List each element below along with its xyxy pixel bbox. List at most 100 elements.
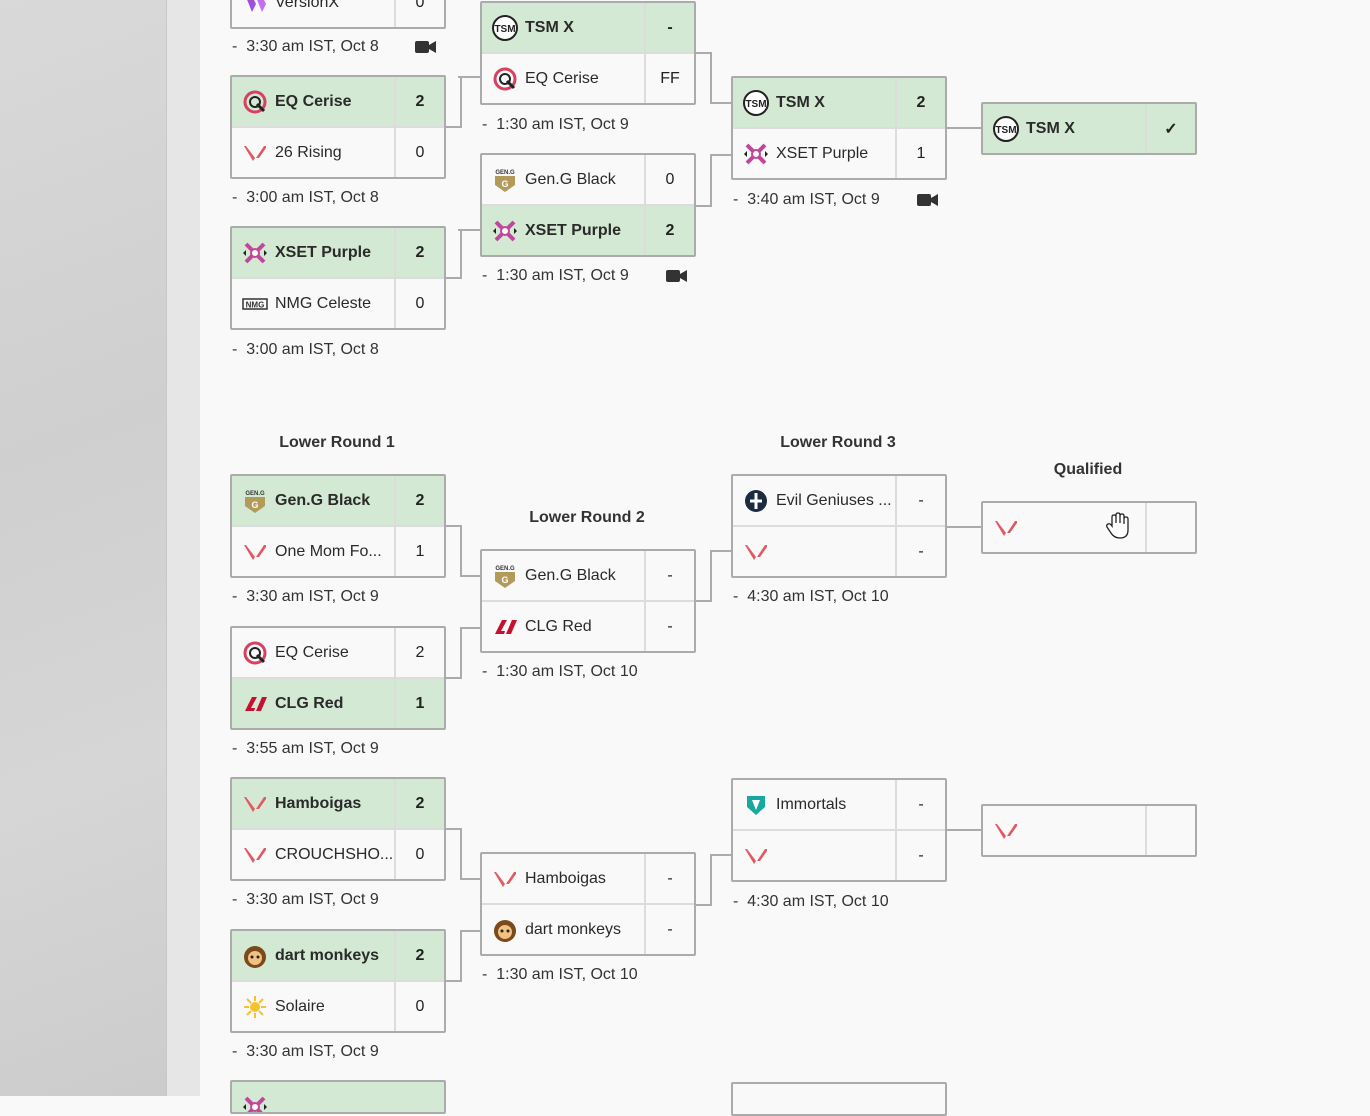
xset-logo-icon [242,1094,268,1112]
team-score: - [644,551,694,600]
team-row[interactable]: XSET Purple 1 [733,127,945,178]
team-row-winner[interactable] [232,1082,444,1112]
match-lower-r2-a[interactable]: Gen.G Black - CLG Red - [480,549,696,653]
team-row-winner[interactable]: XSET Purple 2 [482,204,694,255]
team-row[interactable]: NMG Celeste 0 [232,277,444,328]
team-row[interactable]: 26 Rising 0 [232,126,444,177]
team-row[interactable]: dart monkeys - [482,903,694,954]
team-row[interactable]: One Mom Fo... 1 [232,525,444,576]
team-score: - [895,527,945,576]
team-score: - [895,476,945,525]
team-score: 0 [394,982,444,1031]
team-name: Hamboigas [525,869,606,887]
bracket-connector [458,229,480,233]
team-score: 1 [394,679,444,728]
team-name: One Mom Fo... [275,542,382,560]
team-score: - [644,3,694,52]
team-row-winner[interactable]: Hamboigas 2 [232,779,444,828]
checkmark-icon: ✓ [1145,104,1195,153]
valorant-logo-icon [242,539,268,565]
team-row[interactable]: - [733,525,945,576]
geng-logo-icon [242,488,268,514]
team-row[interactable]: CLG Red - [482,600,694,651]
team-score: 2 [394,628,444,677]
match-lower-r1-b[interactable]: EQ Cerise 2 CLG Red 1 [230,626,446,730]
team-row[interactable]: Hamboigas - [482,854,694,903]
team-row[interactable] [983,806,1195,855]
hand-cursor-icon [1106,512,1129,539]
bracket-connector [947,526,981,528]
valorant-logo-icon [993,515,1019,541]
video-camera-icon[interactable] [415,40,437,54]
dart-monkeys-logo-icon [242,943,268,969]
team-row[interactable] [983,503,1195,552]
match-time: - 3:00 am IST, Oct 8 [232,341,379,358]
match-upper-r2-b[interactable]: Gen.G Black 0 XSET Purple 2 [480,153,696,257]
valorant-logo-icon [242,140,268,166]
team-row[interactable]: EQ Cerise FF [482,52,694,103]
team-score: - [644,602,694,651]
match-lower-r1-e[interactable] [230,1080,446,1114]
team-row[interactable]: Solaire 0 [232,980,444,1031]
video-camera-icon[interactable] [917,193,939,207]
video-camera-icon[interactable] [666,269,688,283]
team-score: - [644,905,694,954]
team-row[interactable]: Gen.G Black - [482,551,694,600]
solaire-logo-icon [242,994,268,1020]
team-score [1145,806,1195,855]
team-row-winner[interactable]: TSM X - [482,3,694,52]
team-name: VersionX [275,0,340,11]
team-row-winner[interactable]: TSM X ✓ [983,104,1195,153]
team-row[interactable] [733,1084,945,1114]
match-lower-r1-c[interactable]: Hamboigas 2 CROUCHSHO... 0 [230,777,446,881]
round-label: Lower Round 3 [780,434,896,451]
team-name: CLG Red [275,694,344,712]
match-lower-r3-a[interactable]: Evil Geniuses ... - - [731,474,947,578]
team-row-winner[interactable]: EQ Cerise 2 [232,77,444,126]
team-row-winner[interactable]: XSET Purple 2 [232,228,444,277]
team-score: 0 [394,128,444,177]
team-row[interactable]: Evil Geniuses ... - [733,476,945,525]
match-lower-r2-b[interactable]: Hamboigas - dart monkeys - [480,852,696,956]
match-upper-r2-a[interactable]: TSM X - EQ Cerise FF [480,1,696,105]
match-lower-r3-b[interactable]: Immortals - - [731,778,947,882]
team-row[interactable]: - [733,829,945,880]
evil-geniuses-logo-icon [743,488,769,514]
match-lower-r1-d[interactable]: dart monkeys 2 Solaire 0 [230,929,446,1033]
team-name: XSET Purple [776,144,869,162]
match-upper-r1-a[interactable]: VersionX 0 [230,0,446,29]
team-score: 0 [644,155,694,204]
team-row-winner[interactable]: TSM X 2 [733,78,945,127]
team-row[interactable]: CROUCHSHO... 0 [232,828,444,879]
bracket-connector [458,76,480,80]
versionx-logo-icon [242,0,268,16]
bracket-connector [460,627,480,629]
qualified-slot-2[interactable] [981,804,1197,857]
match-upper-r1-b[interactable]: EQ Cerise 2 26 Rising 0 [230,75,446,179]
team-score: 0 [394,830,444,879]
match-upper-winner[interactable]: TSM X ✓ [981,102,1197,155]
match-lower-r3-c[interactable] [731,1082,947,1116]
match-time: - 1:30 am IST, Oct 10 [482,663,638,680]
team-row[interactable]: VersionX 0 [232,0,444,27]
team-name: Hamboigas [275,794,362,812]
left-sidebar-background [0,0,166,1096]
tsm-logo-icon [492,14,518,41]
match-time: - 1:30 am IST, Oct 9 [482,116,629,133]
team-row[interactable]: EQ Cerise 2 [232,628,444,677]
bracket-connector [446,525,462,577]
team-score: 2 [394,476,444,525]
qualified-slot-1[interactable] [981,501,1197,554]
match-upper-r1-c[interactable]: XSET Purple 2 NMG Celeste 0 [230,226,446,330]
team-row-winner[interactable]: Gen.G Black 2 [232,476,444,525]
match-time: - 3:30 am IST, Oct 9 [232,891,379,908]
team-row-winner[interactable]: CLG Red 1 [232,677,444,728]
eq-cerise-logo-icon [242,89,268,115]
team-row[interactable]: Immortals - [733,780,945,829]
team-name: TSM X [525,18,574,36]
match-upper-r3[interactable]: TSM X 2 XSET Purple 1 [731,76,947,180]
team-row-winner[interactable]: dart monkeys 2 [232,931,444,980]
match-lower-r1-a[interactable]: Gen.G Black 2 One Mom Fo... 1 [230,474,446,578]
team-row[interactable]: Gen.G Black 0 [482,155,694,204]
bracket-connector [710,154,731,156]
